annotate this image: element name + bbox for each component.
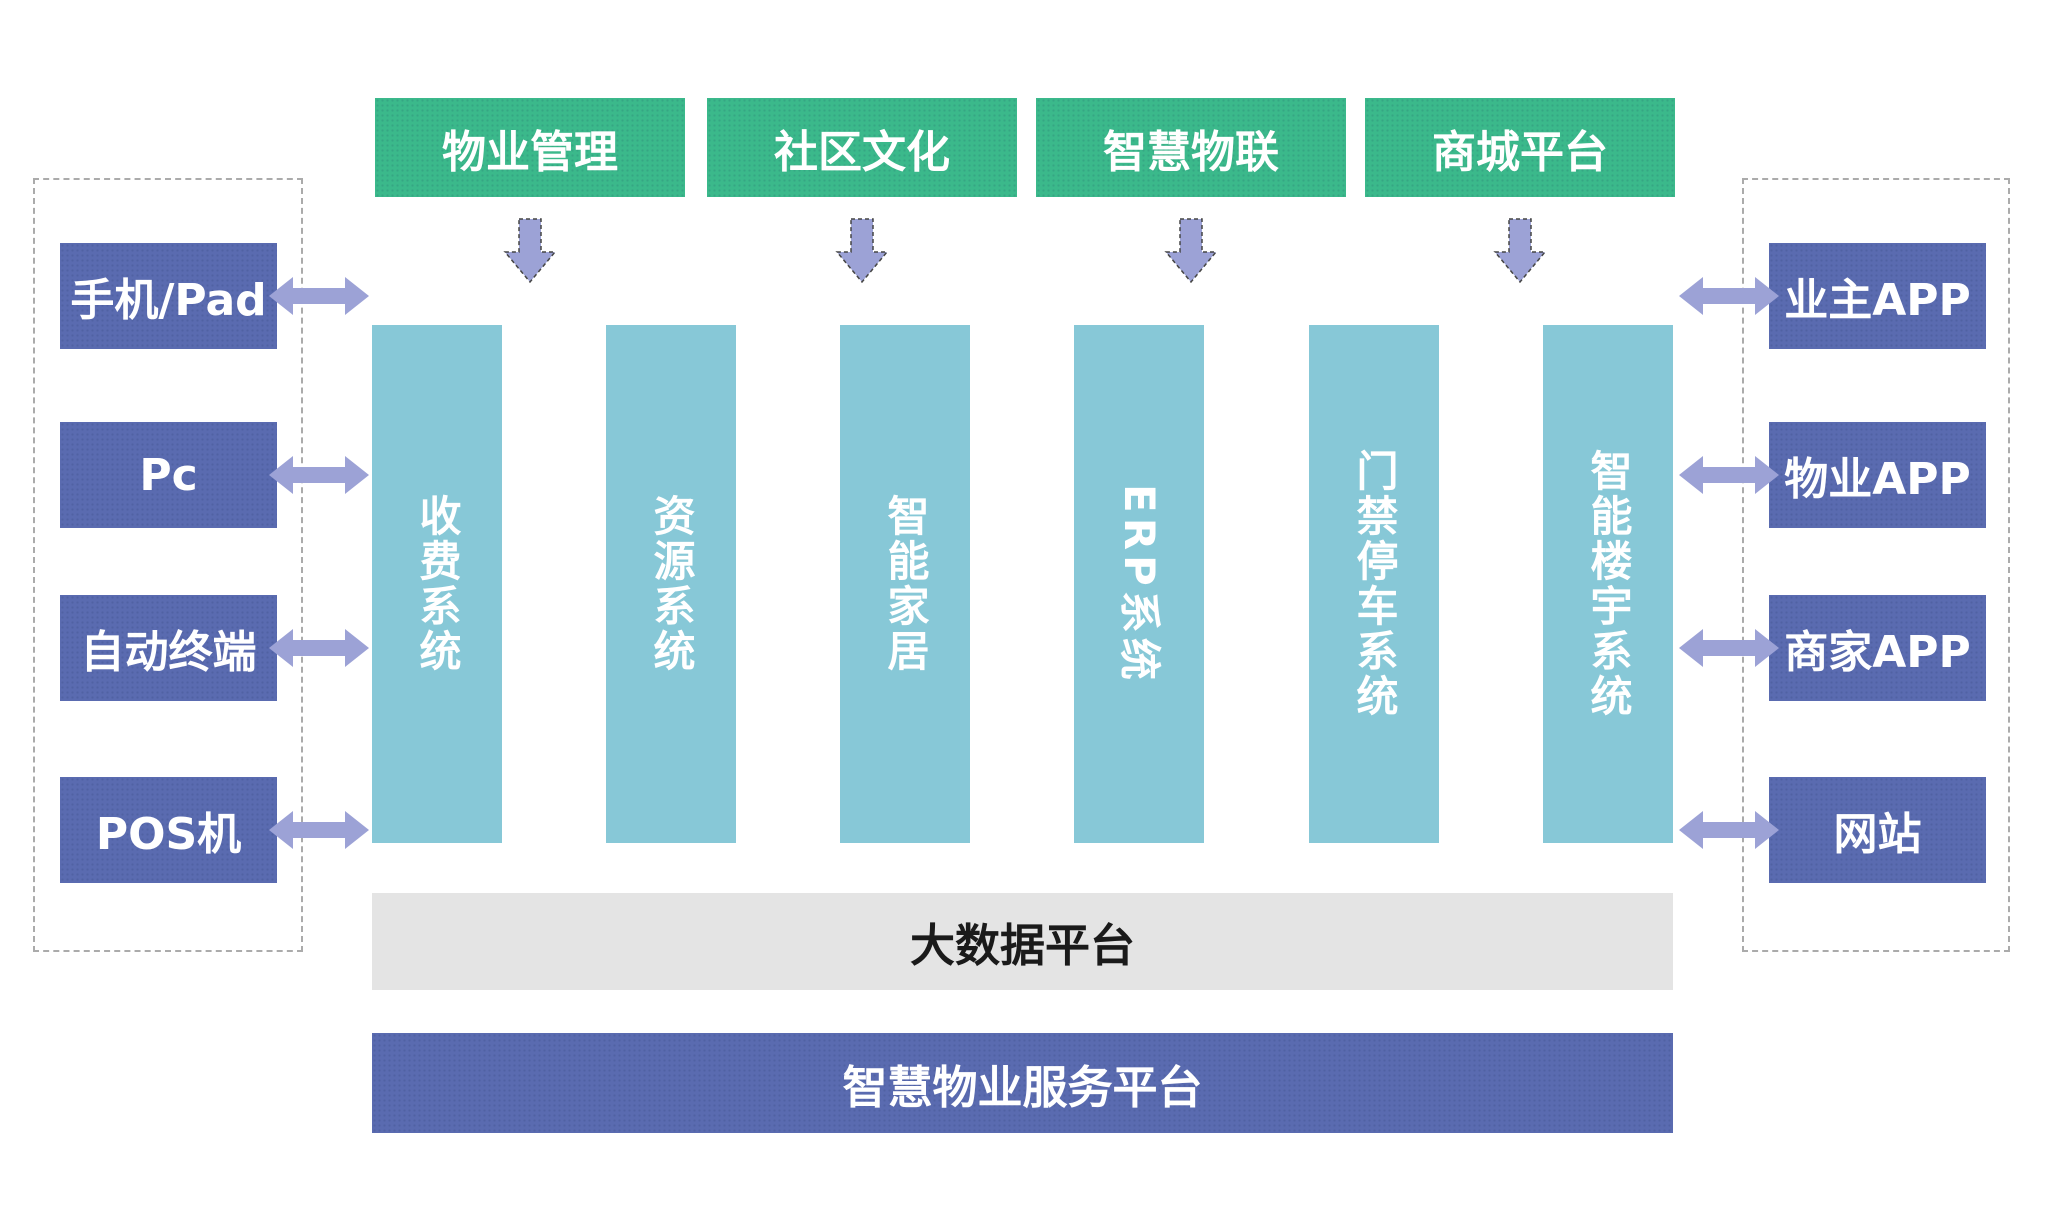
terminal-label: 业主APP	[1784, 275, 1971, 326]
system-label: 门禁停车系统	[1350, 449, 1399, 719]
system-column-charging: 收费系统	[372, 325, 502, 843]
terminal-box-pos-machine: POS机	[60, 777, 277, 883]
terminal-box-pc: Pc	[60, 422, 277, 528]
module-label: 物业管理	[442, 126, 618, 178]
terminal-label: 手机/Pad	[70, 275, 267, 326]
service-platform-bar: 智慧物业服务平台	[372, 1033, 1673, 1133]
right-terminals-group	[1742, 178, 2010, 952]
module-box-smart-iot: 智慧物联	[1036, 98, 1346, 197]
terminal-label: 商家APP	[1784, 627, 1971, 678]
double-arrow-icon	[269, 811, 369, 849]
terminal-box-website: 网站	[1769, 777, 1986, 883]
terminal-label: 网站	[1833, 809, 1922, 860]
terminal-box-merchant-app: 商家APP	[1769, 595, 1986, 701]
system-label: 智能楼宇系统	[1584, 449, 1633, 719]
double-arrow-icon	[1679, 629, 1779, 667]
system-column-erp: ERP系统	[1074, 325, 1204, 843]
big-data-platform-bar: 大数据平台	[372, 893, 1673, 990]
down-arrow-icon	[1164, 218, 1218, 284]
system-column-access-parking: 门禁停车系统	[1309, 325, 1439, 843]
module-box-community-culture: 社区文化	[707, 98, 1017, 197]
terminal-box-property-app: 物业APP	[1769, 422, 1986, 528]
module-label: 社区文化	[774, 126, 950, 178]
system-column-resource: 资源系统	[606, 325, 736, 843]
system-label: 资源系统	[647, 494, 696, 674]
system-label: ERP系统	[1115, 483, 1164, 685]
system-column-smart-home: 智能家居	[840, 325, 970, 843]
module-label: 商城平台	[1432, 126, 1608, 178]
terminal-box-owner-app: 业主APP	[1769, 243, 1986, 349]
down-arrow-icon	[1493, 218, 1547, 284]
system-column-smart-building: 智能楼宇系统	[1543, 325, 1673, 843]
system-label: 收费系统	[413, 494, 462, 674]
terminal-label: Pc	[139, 449, 198, 501]
module-box-property-management: 物业管理	[375, 98, 685, 197]
terminal-label: POS机	[95, 809, 242, 860]
system-label: 智能家居	[881, 494, 930, 674]
double-arrow-icon	[269, 277, 369, 315]
module-label: 智慧物联	[1103, 126, 1279, 178]
double-arrow-icon	[269, 629, 369, 667]
terminal-label: 物业APP	[1784, 454, 1971, 505]
platform-label: 大数据平台	[909, 919, 1135, 972]
terminal-box-auto-terminal: 自动终端	[60, 595, 277, 701]
module-box-mall-platform: 商城平台	[1365, 98, 1675, 197]
double-arrow-icon	[269, 456, 369, 494]
down-arrow-icon	[503, 218, 557, 284]
terminal-label: 自动终端	[80, 627, 257, 678]
platform-label: 智慧物业服务平台	[842, 1060, 1203, 1114]
left-terminals-group	[33, 178, 303, 952]
double-arrow-icon	[1679, 811, 1779, 849]
terminal-box-phone-pad: 手机/Pad	[60, 243, 277, 349]
double-arrow-icon	[1679, 456, 1779, 494]
double-arrow-icon	[1679, 277, 1779, 315]
down-arrow-icon	[835, 218, 889, 284]
